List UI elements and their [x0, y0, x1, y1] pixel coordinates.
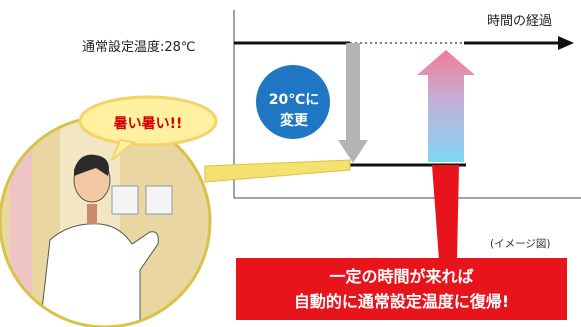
banner-line1: 一定の時間が来れば: [329, 267, 474, 286]
room-illustration: [0, 117, 210, 327]
return-banner: 一定の時間が来れば 自動的に通常設定温度に復帰!: [236, 258, 567, 320]
image-note: (イメージ図): [490, 238, 551, 250]
time-label: 時間の経過: [487, 14, 553, 29]
callout-pointer: [204, 159, 351, 183]
up-arrow: [417, 50, 475, 162]
banner-pointer: [432, 165, 459, 260]
speech-bubble: [78, 95, 218, 147]
change-label-line2: 変更: [280, 113, 308, 129]
change-circle: [256, 65, 330, 139]
thermostat-icon-2: [145, 185, 173, 215]
change-label-line1: 20℃に: [268, 92, 320, 108]
bubble-text: 暑い暑い!!: [113, 116, 183, 132]
banner-line2: 自動的に通常設定温度に復帰!: [293, 292, 510, 311]
normal-temp-label: 通常設定温度:28℃: [82, 40, 196, 55]
change-label: 20℃に 変更: [255, 90, 333, 132]
down-arrow: [338, 43, 368, 163]
time-arrowhead: [558, 36, 574, 50]
thermostat-icon: [111, 185, 139, 215]
speech-bubble-tail: [111, 138, 137, 161]
